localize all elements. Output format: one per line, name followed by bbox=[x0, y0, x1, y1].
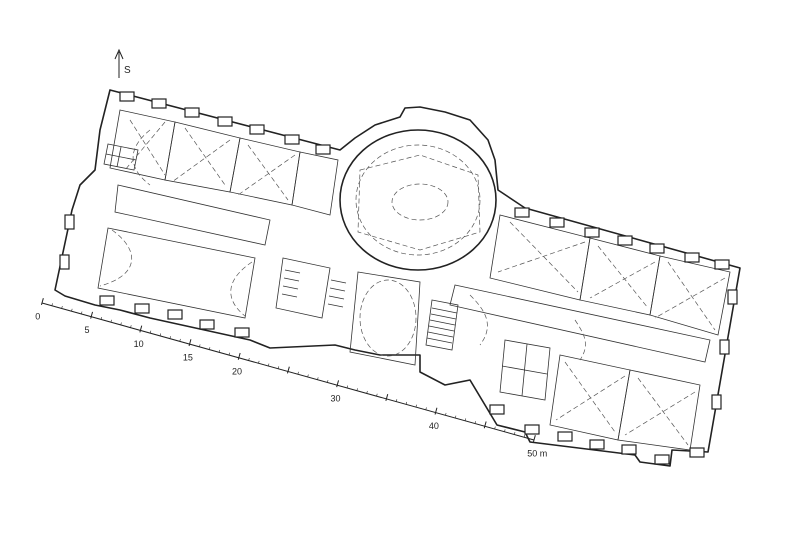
scale-bar-minor-tick bbox=[199, 344, 201, 347]
rotunda-vault-lines bbox=[357, 154, 481, 251]
scale-bar-tick-label: 50 m bbox=[527, 448, 547, 458]
east-staircase bbox=[425, 299, 459, 351]
scale-bar-minor-tick bbox=[71, 308, 73, 312]
west-room-2 bbox=[164, 121, 241, 193]
scale-bar-minor-tick bbox=[169, 336, 171, 339]
scale-bar-minor-tick bbox=[51, 303, 53, 306]
rotunda bbox=[339, 129, 497, 271]
scale-bar-major-tick bbox=[188, 339, 192, 347]
scale-bar-minor-tick bbox=[159, 333, 162, 336]
scale-bar-minor-tick bbox=[425, 407, 427, 410]
scale-bar-minor-tick bbox=[218, 349, 221, 353]
scale-bar-minor-tick bbox=[100, 316, 102, 320]
scale-bar-major-tick bbox=[237, 352, 241, 360]
vault-markings bbox=[99, 119, 726, 446]
west-corridor bbox=[114, 184, 271, 246]
west-hall bbox=[97, 227, 256, 319]
west-small-room bbox=[103, 143, 139, 171]
scale-bar-tick-label: 15 bbox=[183, 353, 193, 363]
west-staircase bbox=[275, 257, 347, 319]
scale-bar-minor-tick bbox=[327, 379, 329, 383]
scale-bar-minor-tick bbox=[366, 390, 368, 394]
scale-bar: 0 5 10 15 20 30 40 50 m bbox=[35, 298, 547, 458]
scale-bar-minor-tick bbox=[297, 371, 299, 375]
west-room-1 bbox=[109, 109, 176, 181]
scale-bar-major-tick bbox=[139, 325, 143, 333]
scale-bar-major-tick bbox=[40, 298, 44, 306]
facade-piers bbox=[59, 91, 738, 465]
scale-bar-major-tick bbox=[286, 366, 290, 374]
east-small-rooms bbox=[499, 339, 551, 401]
scale-bar-minor-tick bbox=[395, 399, 398, 402]
scale-bar-minor-tick bbox=[81, 311, 83, 315]
building-outline bbox=[54, 89, 741, 467]
rotunda-inner-ring bbox=[355, 144, 481, 256]
scale-bar-tick-label: 5 bbox=[84, 325, 89, 335]
scale-bar-minor-tick bbox=[61, 305, 63, 309]
scale-bar-minor-tick bbox=[268, 363, 270, 367]
scale-bar-minor-tick bbox=[307, 374, 309, 378]
scale-bar-minor-tick bbox=[110, 319, 112, 323]
north-arrow: S bbox=[114, 48, 131, 78]
scale-bar-minor-tick bbox=[474, 421, 476, 424]
scale-bar-tick-label: 40 bbox=[429, 421, 439, 431]
scale-bar-major-tick bbox=[336, 380, 340, 388]
scale-bar-minor-tick bbox=[248, 358, 250, 361]
north-arrow-label: S bbox=[124, 65, 131, 76]
scale-bar-minor-tick bbox=[179, 338, 181, 342]
scale-bar-minor-tick bbox=[376, 393, 378, 397]
scale-bar-minor-tick bbox=[454, 415, 457, 419]
scale-bar-minor-tick bbox=[120, 322, 122, 326]
scale-bar-minor-tick bbox=[523, 434, 526, 438]
scale-bar-minor-tick bbox=[464, 418, 467, 421]
east-room-1 bbox=[489, 214, 591, 301]
scale-bar-minor-tick bbox=[494, 426, 496, 430]
scale-bar-minor-tick bbox=[514, 432, 516, 435]
west-room-3 bbox=[229, 137, 301, 206]
scale-bar-major-tick bbox=[532, 435, 536, 443]
east-corridor bbox=[449, 284, 711, 363]
scale-bar-minor-tick bbox=[277, 366, 280, 369]
east-room-3 bbox=[649, 255, 731, 336]
scale-bar-minor-tick bbox=[317, 377, 319, 380]
scale-bar-major-tick bbox=[483, 421, 487, 429]
scale-bar-tick-label: 20 bbox=[232, 366, 242, 376]
scale-bar-minor-tick bbox=[504, 429, 506, 432]
west-room-4 bbox=[291, 151, 339, 216]
scale-bar-tick-label: 0 bbox=[35, 311, 40, 321]
scale-bar-tick-label: 10 bbox=[134, 339, 144, 349]
scale-bar-minor-tick bbox=[208, 347, 211, 350]
scale-bar-minor-tick bbox=[346, 385, 348, 389]
scale-bar-minor-tick bbox=[258, 360, 260, 364]
east-room-5 bbox=[617, 369, 701, 451]
scale-bar-minor-tick bbox=[415, 404, 417, 408]
scale-bar-minor-tick bbox=[405, 401, 408, 405]
scale-bar-major-tick bbox=[385, 393, 389, 401]
vestibule-vault bbox=[359, 279, 417, 357]
scale-bar-minor-tick bbox=[228, 352, 230, 356]
scale-bar-tick-label: 30 bbox=[330, 394, 340, 404]
scale-bar-minor-tick bbox=[445, 412, 447, 416]
scale-bar-minor-tick bbox=[130, 325, 132, 328]
rotunda-center bbox=[391, 183, 449, 221]
scale-bar-minor-tick bbox=[356, 388, 358, 391]
scale-bar-major-tick bbox=[434, 407, 438, 415]
vestibule bbox=[349, 271, 421, 366]
scale-bar-major-tick bbox=[90, 311, 94, 319]
scale-bar-minor-tick bbox=[149, 330, 152, 334]
west-wing-outer-wall bbox=[54, 89, 741, 467]
east-room-2 bbox=[579, 237, 661, 316]
